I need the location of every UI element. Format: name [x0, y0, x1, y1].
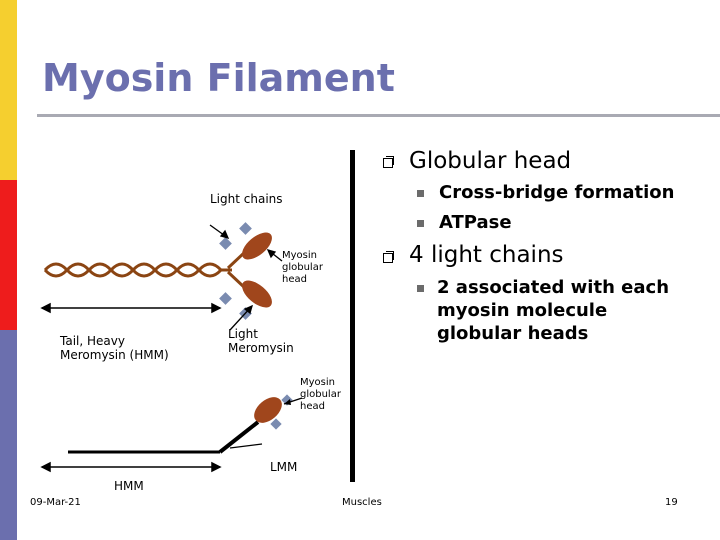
checkbox-bullet-icon — [383, 251, 394, 263]
square-bullet-icon — [417, 220, 424, 227]
helix-tail — [43, 262, 232, 278]
annotation-arrows — [209, 224, 283, 331]
label-myosin-head-bottom: Myosin globular head — [300, 377, 341, 412]
label-hmm: HMM — [114, 479, 144, 493]
title-divider — [37, 114, 720, 117]
accent-stripe-purple — [0, 330, 17, 540]
bullet-light-chains: 4 light chains — [409, 242, 564, 268]
globular-head-top — [226, 232, 272, 308]
label-myosin-head-top: Myosin globular head — [282, 250, 323, 285]
square-bullet-icon — [417, 285, 424, 292]
label-light-chains: Light chains — [210, 192, 283, 206]
footer-page-number: 19 — [665, 497, 678, 508]
vertical-divider — [350, 150, 355, 482]
slide-title: Myosin Filament — [42, 56, 395, 100]
accent-stripe-yellow — [0, 0, 17, 180]
sub-bullet-associated: 2 associated with each myosin molecule g… — [437, 277, 670, 344]
footer-title: Muscles — [342, 497, 382, 508]
label-light-meromysin: Light Meromysin — [228, 327, 294, 355]
footer-date: 09-Mar-21 — [30, 497, 81, 508]
checkbox-bullet-icon — [383, 156, 394, 168]
bullet-globular-head: Globular head — [409, 148, 572, 174]
myosin-molecule-bottom — [68, 394, 303, 454]
dimension-arrows — [40, 302, 222, 473]
label-tail-heavy: Tail, Heavy Meromysin (HMM) — [60, 334, 169, 362]
label-lmm: LMM — [270, 460, 298, 474]
square-bullet-icon — [417, 190, 424, 197]
sub-bullet-cross-bridge: Cross-bridge formation — [439, 182, 675, 203]
accent-stripe-red — [0, 180, 17, 330]
sub-bullet-atpase: ATPase — [439, 212, 512, 233]
